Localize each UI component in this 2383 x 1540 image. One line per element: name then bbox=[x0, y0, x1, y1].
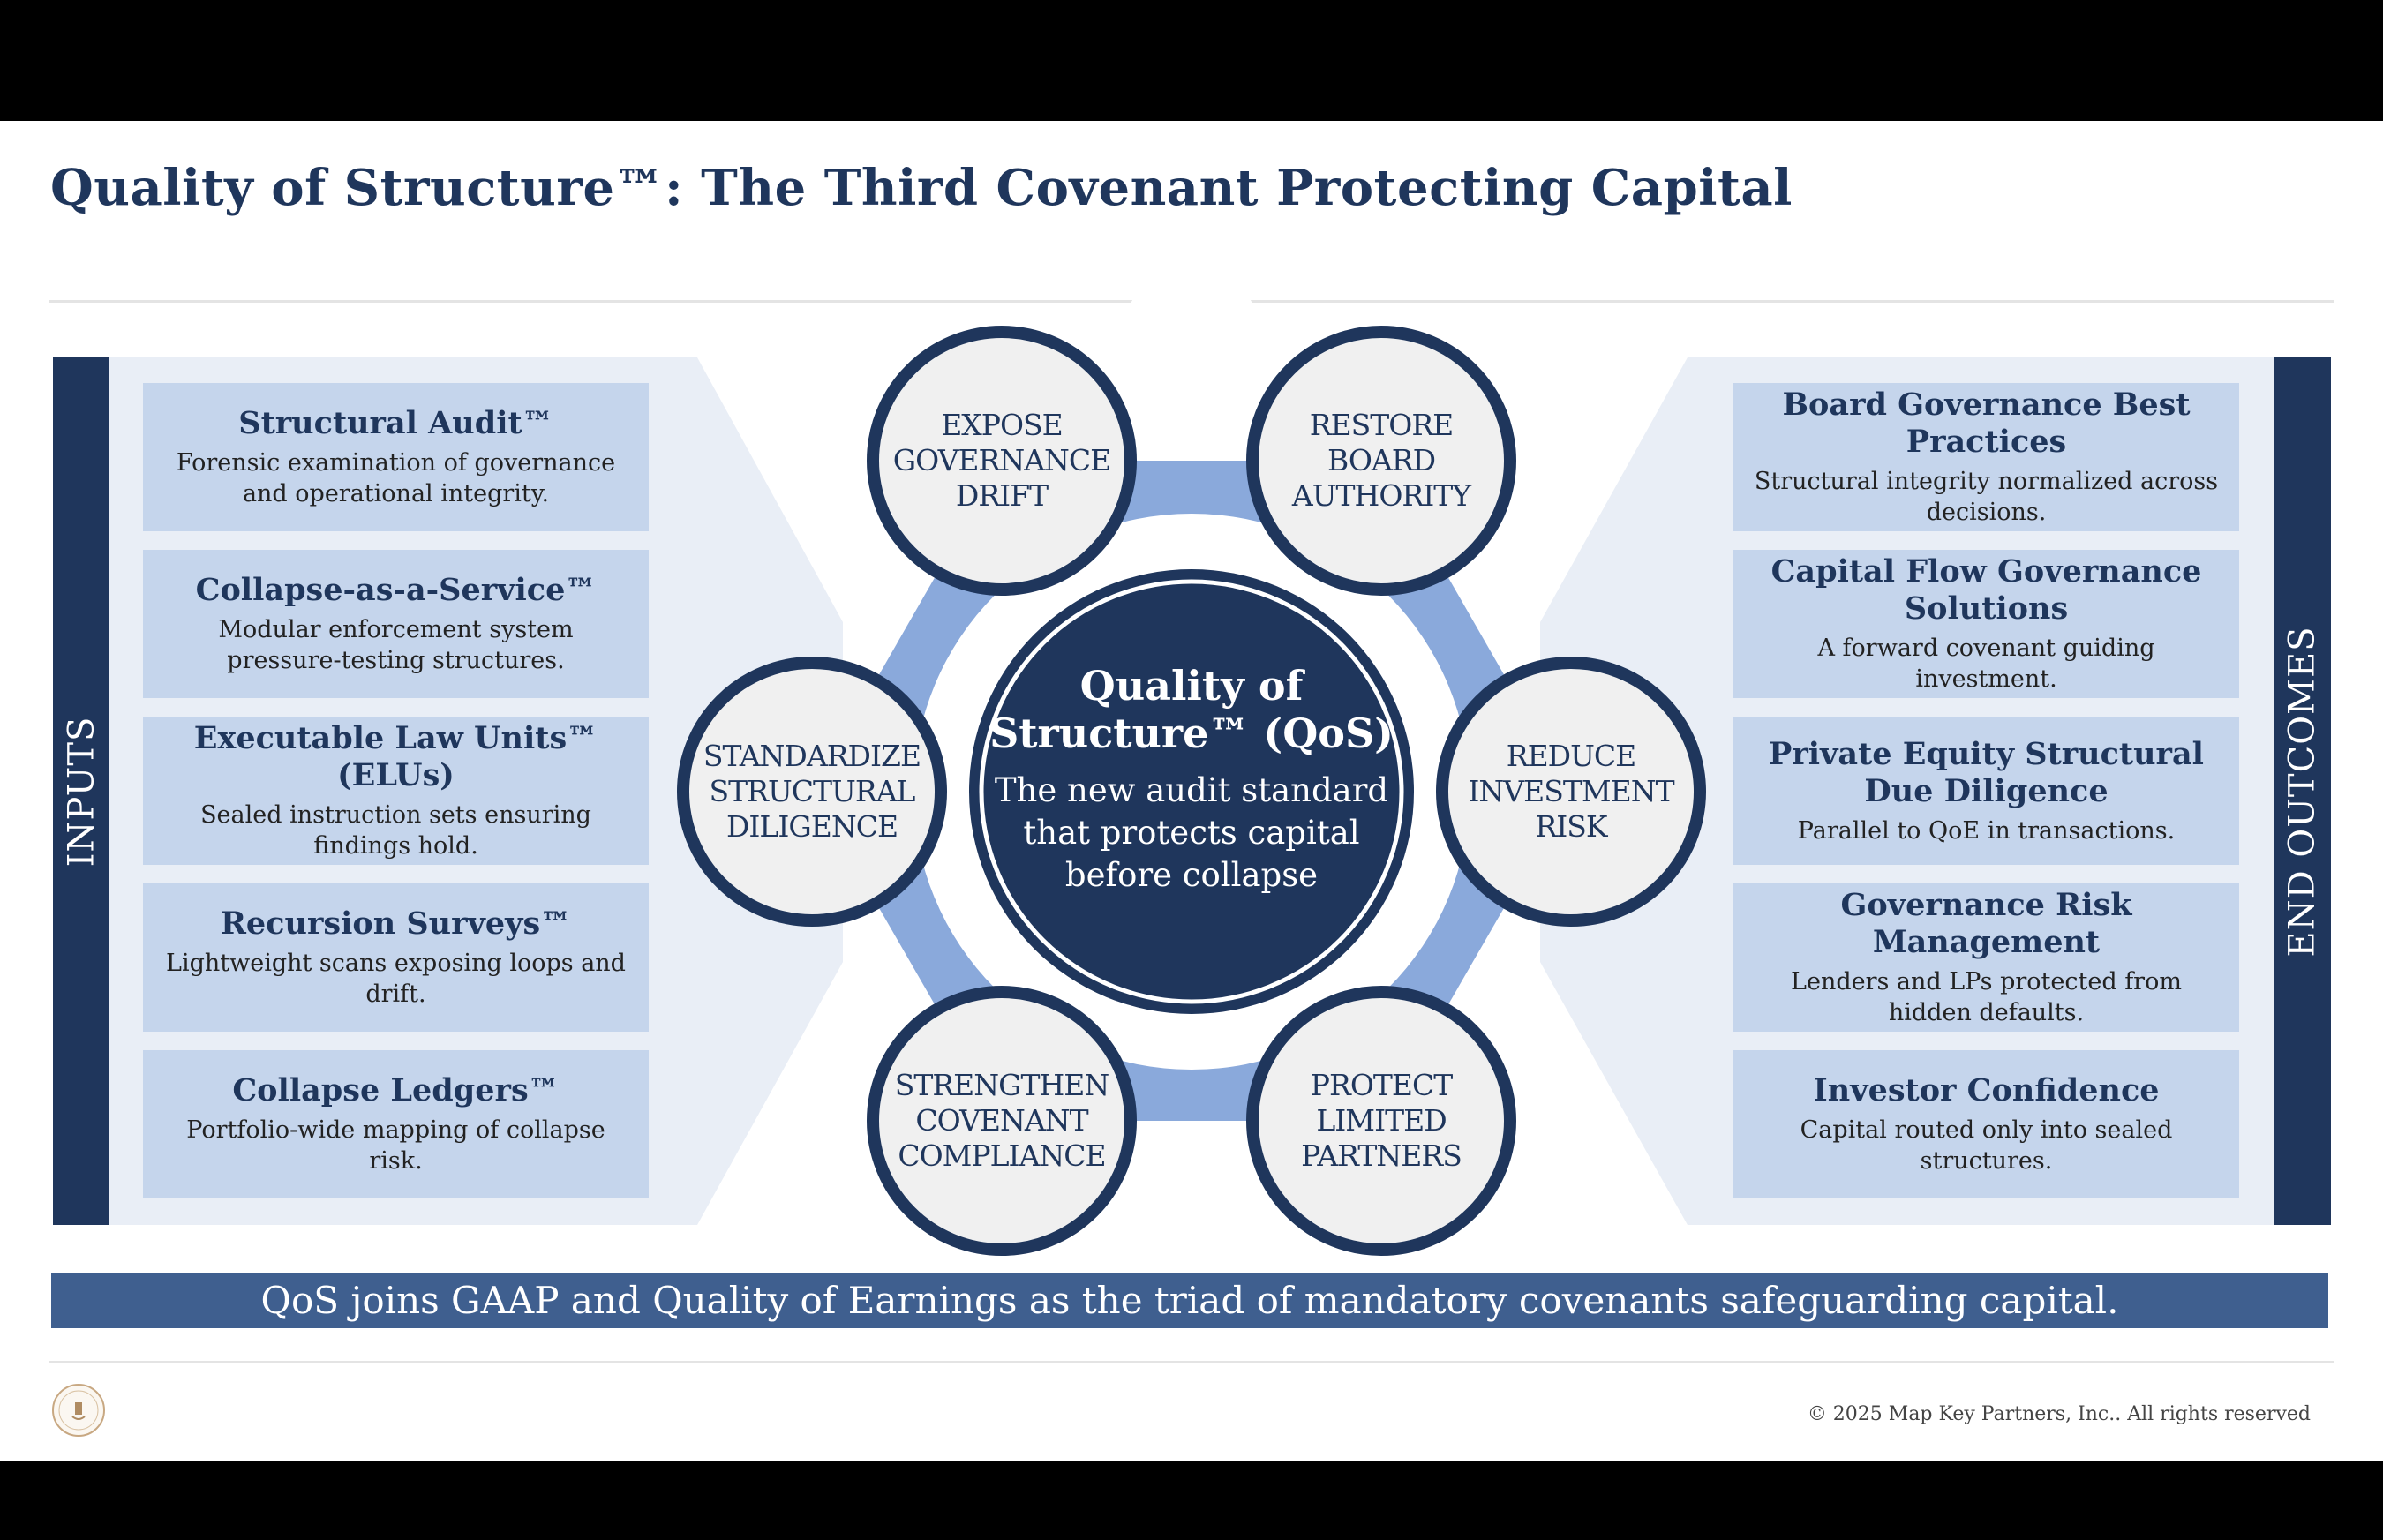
bubble-expose-governance-drift: EXPOSE GOVERNANCE DRIFT bbox=[892, 408, 1112, 513]
center-title: Quality of Structure™ (QoS) bbox=[989, 662, 1394, 757]
card-heading: Capital Flow Governance Solutions bbox=[1770, 553, 2202, 627]
footer-divider bbox=[49, 1361, 2334, 1363]
card-heading: Private Equity Structural Due Diligence bbox=[1769, 735, 2204, 809]
company-seal-logo bbox=[52, 1384, 105, 1437]
bubble-circles bbox=[677, 326, 1706, 1256]
page-title: Quality of Structure™: The Third Covenan… bbox=[50, 159, 1793, 217]
card-description: A forward covenant guiding investment. bbox=[1817, 635, 2155, 693]
copyright-text: © 2025 Map Key Partners, Inc.. All right… bbox=[1807, 1403, 2311, 1425]
card-description: Lenders and LPs protected from hidden de… bbox=[1791, 968, 2182, 1026]
bubble-strengthen-covenant-compliance: STRENGTHEN COVENANT COMPLIANCE bbox=[894, 1068, 1110, 1173]
center-circle bbox=[969, 569, 1414, 1014]
card-heading: Board Governance Best Practices bbox=[1782, 387, 2191, 460]
bubble-protect-limited-partners: PROTECT LIMITED PARTNERS bbox=[1301, 1068, 1462, 1173]
card-description: Portfolio-wide mapping of collapse risk. bbox=[186, 1116, 605, 1175]
center-subtitle: The new audit standard that protects cap… bbox=[994, 771, 1389, 894]
card-description: Modular enforcement system pressure-test… bbox=[218, 616, 574, 674]
card-description: Capital routed only into sealed structur… bbox=[1800, 1116, 2173, 1175]
center-content: Quality of Structure™ (QoS) The new audi… bbox=[980, 662, 1403, 897]
outcome-card: Capital Flow Governance Solutions A forwa… bbox=[1733, 550, 2239, 698]
inputs-label: INPUTS bbox=[61, 716, 101, 867]
card-heading: Governance Risk Management bbox=[1840, 887, 2132, 960]
card-heading: Structural Audit™ bbox=[238, 405, 553, 441]
input-card: Executable Law Units™ (ELUs) Sealed instr… bbox=[143, 717, 649, 865]
card-heading: Recursion Surveys™ bbox=[220, 905, 572, 942]
bubble-restore-board-authority: RESTORE BOARD AUTHORITY bbox=[1291, 408, 1471, 513]
input-card: Collapse Ledgers™ Portfolio-wide mapping … bbox=[143, 1050, 649, 1198]
inputs-sidebar: INPUTS bbox=[53, 357, 109, 1225]
card-heading: Collapse Ledgers™ bbox=[232, 1072, 560, 1108]
bubble-reduce-investment-risk: REDUCE INVESTMENT RISK bbox=[1468, 739, 1674, 844]
top-black-bar bbox=[0, 0, 2383, 121]
card-description: Lightweight scans exposing loops and dri… bbox=[166, 950, 626, 1008]
bubble-standardize-structural-diligence: STANDARDIZE STRUCTURAL DILIGENCE bbox=[703, 739, 921, 844]
card-description: Parallel to QoE in transactions. bbox=[1797, 816, 2176, 845]
outcomes-label: END OUTCOMES bbox=[2282, 625, 2323, 958]
card-description: Forensic examination of governance and o… bbox=[176, 449, 616, 507]
input-card: Structural Audit™ Forensic examination of… bbox=[143, 383, 649, 531]
card-description: Structural integrity normalized across d… bbox=[1754, 468, 2219, 526]
input-card: Recursion Surveys™ Lightweight scans expo… bbox=[143, 883, 649, 1032]
card-heading: Executable Law Units™ (ELUs) bbox=[193, 720, 598, 793]
card-heading: Collapse-as-a-Service™ bbox=[195, 572, 597, 608]
card-heading: Investor Confidence bbox=[1813, 1072, 2160, 1108]
bottom-black-bar bbox=[0, 1461, 2383, 1540]
input-card: Collapse-as-a-Service™ Modular enforcemen… bbox=[143, 550, 649, 698]
card-description: Sealed instruction sets ensuring finding… bbox=[200, 801, 591, 860]
summary-banner: QoS joins GAAP and Quality of Earnings a… bbox=[51, 1273, 2328, 1328]
outcomes-sidebar: END OUTCOMES bbox=[2274, 357, 2331, 1225]
